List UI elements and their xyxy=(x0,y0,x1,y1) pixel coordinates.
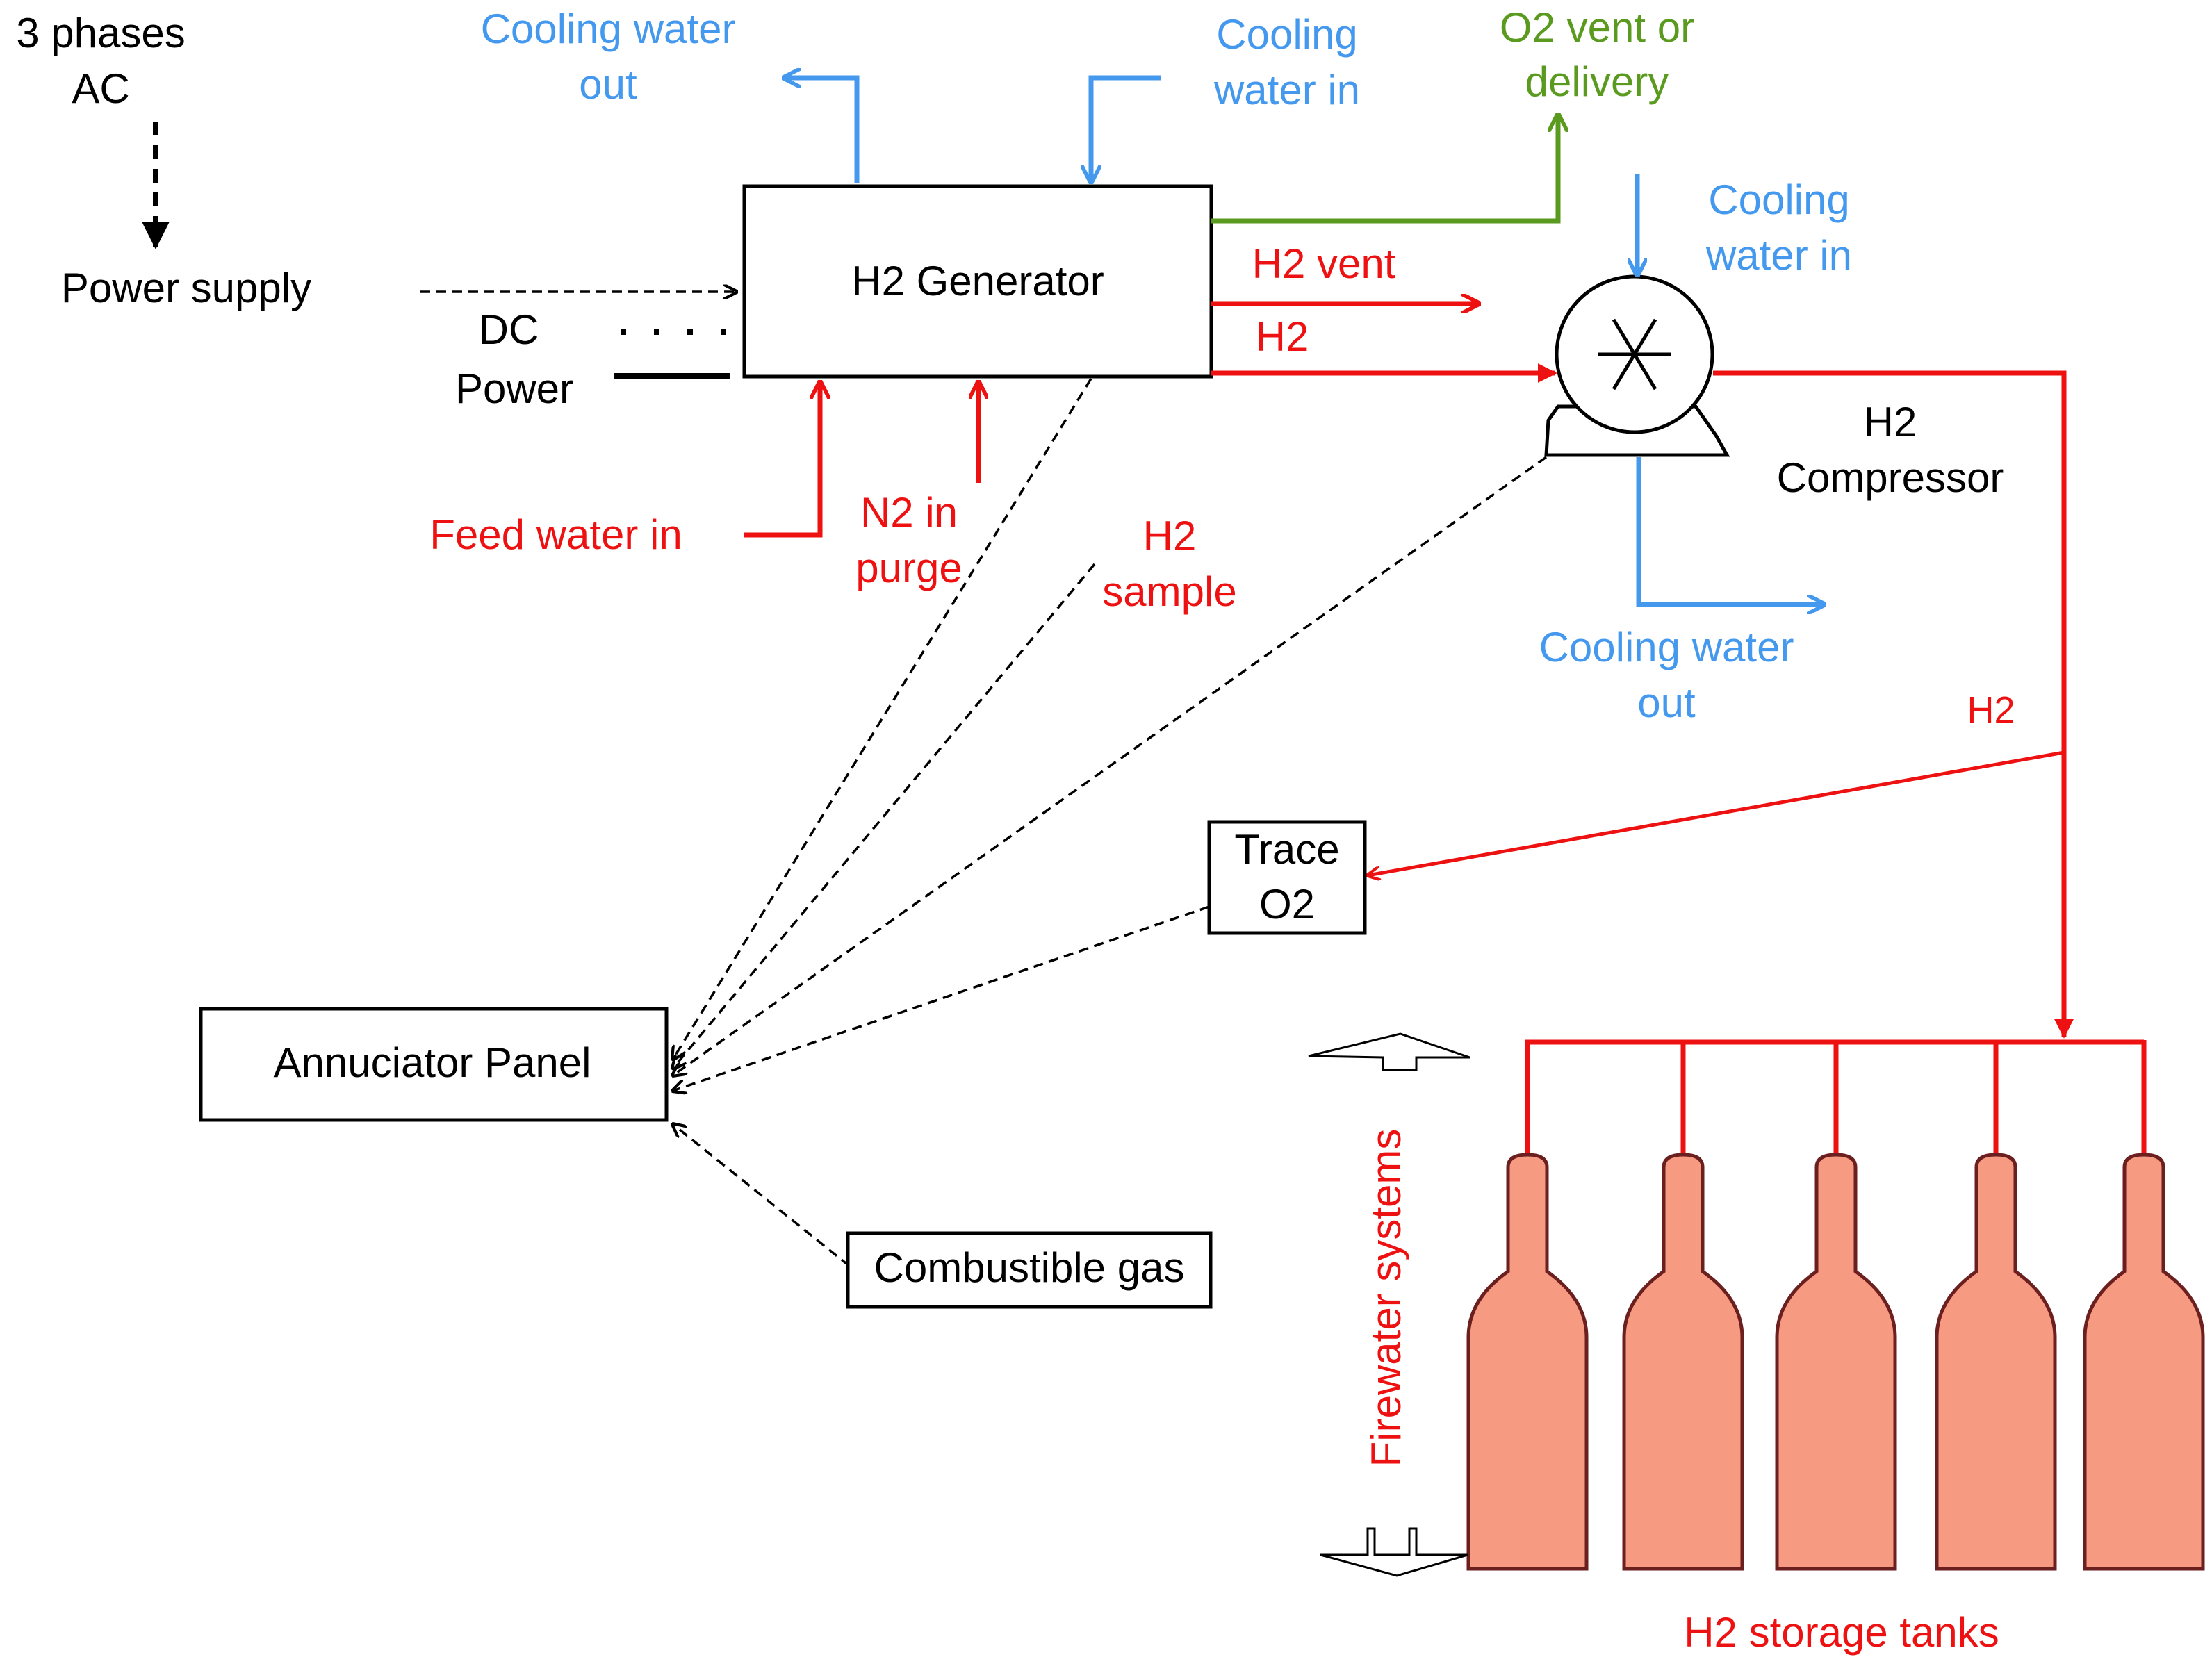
double-arrow-icon xyxy=(1320,1527,1468,1577)
cooling-water-out-right-label-line2: out xyxy=(1637,679,1696,726)
cooling-water-in-right-label-line2: water in xyxy=(1705,232,1852,279)
signal-trace-o2-to-panel xyxy=(673,905,1210,1091)
cooling-water-out-right-arrow xyxy=(1636,457,1824,604)
cooling-water-out-top-label-line2: out xyxy=(579,61,637,108)
cooling-water-out-top-label-line1: Cooling water xyxy=(481,6,736,52)
double-arrow-icon xyxy=(1308,1032,1470,1071)
h2-generator-label: H2 Generator xyxy=(851,258,1104,304)
signal-h2-sample-to-panel xyxy=(673,563,1096,1069)
cooling-water-in-right-label-line1: Cooling xyxy=(1708,176,1849,223)
trace-o2-label-line2: O2 xyxy=(1259,881,1315,928)
o2-vent-label-line2: delivery xyxy=(1525,58,1669,105)
storage-tanks-label: H2 storage tanks xyxy=(1684,1609,1999,1656)
h2-generator-box xyxy=(742,184,1213,379)
n2-purge-label-line1: N2 in xyxy=(860,489,958,536)
annunciator-panel-box xyxy=(199,1007,669,1122)
dc-power-label-line2: Power xyxy=(455,365,573,412)
h2-line-label: H2 xyxy=(1256,313,1309,360)
cooling-water-in-top-label-line2: water in xyxy=(1213,67,1360,113)
annunciator-panel-label: Annuciator Panel xyxy=(274,1039,591,1086)
storage-tank-icon xyxy=(1775,1153,1897,1571)
storage-tank-icon xyxy=(1622,1153,1744,1571)
cooling-water-out-top-arrow xyxy=(784,78,860,183)
feed-water-arrow xyxy=(744,382,820,538)
compressor-icon xyxy=(1544,274,1730,457)
cooling-water-in-top-arrow xyxy=(1091,75,1161,182)
feed-water-label: Feed water in xyxy=(429,511,682,558)
storage-tank-icon xyxy=(1466,1153,1589,1571)
firewater-systems-label: Firewater systems xyxy=(1363,1129,1409,1467)
ac-source-label-line1: 3 phases xyxy=(16,10,186,56)
compressor-label-line2: Compressor xyxy=(1777,454,2004,501)
storage-tank-icon xyxy=(1935,1153,2057,1571)
storage-header xyxy=(1525,1039,2147,1157)
h2-sample-label-line1: H2 xyxy=(1143,513,1197,559)
signal-generator-to-panel xyxy=(673,378,1092,1060)
h2-sample-label-line2: sample xyxy=(1102,568,1236,615)
o2-vent-arrow xyxy=(1211,115,1558,224)
trace-o2-box xyxy=(1207,820,1367,935)
cooling-water-in-top-label-line1: Cooling xyxy=(1216,11,1357,58)
ac-source-label-line2: AC xyxy=(72,65,129,112)
h2-main-line xyxy=(1713,370,2074,1039)
dc-power-label-line1: DC xyxy=(479,306,539,353)
n2-purge-label-line2: purge xyxy=(855,545,962,591)
storage-tank-icon xyxy=(2083,1153,2205,1571)
signal-compressor-to-panel xyxy=(673,456,1548,1075)
h2-to-trace-o2-arrow xyxy=(1368,750,2065,875)
combustible-gas-label: Combustible gas xyxy=(874,1244,1185,1291)
h2-branch-label: H2 xyxy=(1967,689,2015,731)
cooling-water-out-right-label-line1: Cooling water xyxy=(1539,624,1794,670)
combustible-gas-box xyxy=(846,1231,1213,1309)
signal-combustible-gas-to-panel xyxy=(673,1124,851,1267)
o2-vent-label-line1: O2 vent or xyxy=(1500,4,1694,51)
trace-o2-label-line1: Trace xyxy=(1234,826,1339,873)
power-supply-label: Power supply xyxy=(61,265,311,311)
compressor-label-line1: H2 xyxy=(1864,399,1917,445)
h2-vent-label: H2 vent xyxy=(1252,240,1396,287)
